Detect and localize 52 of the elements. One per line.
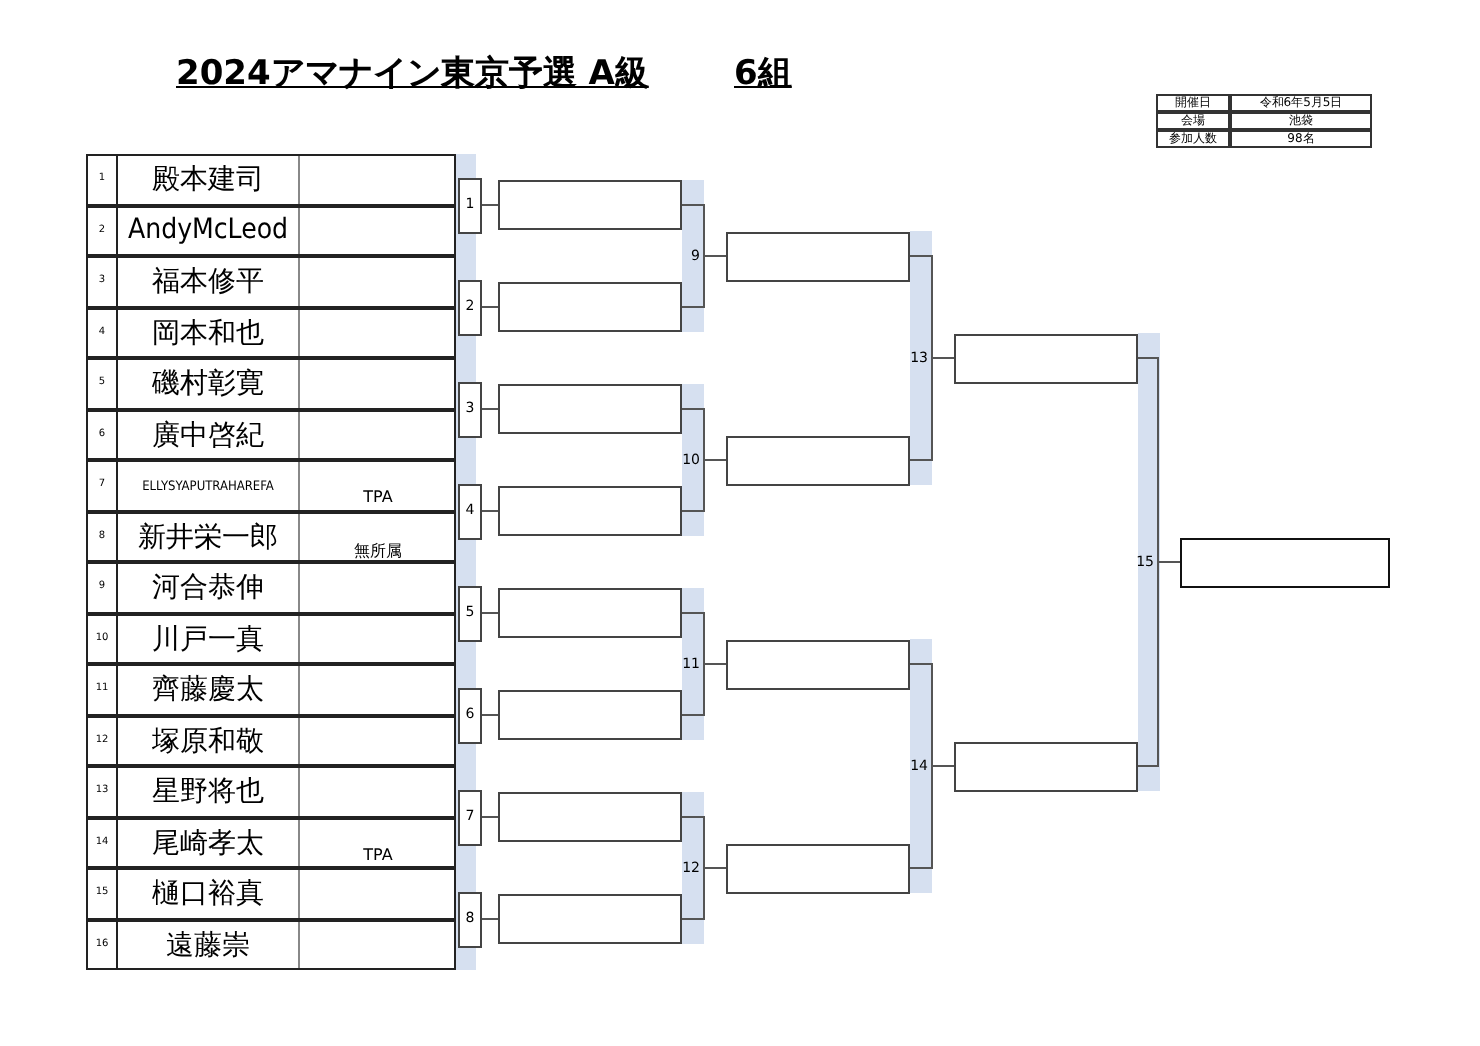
player-name: 河合恭伸 xyxy=(150,570,266,606)
club-name: 無所属 xyxy=(352,539,404,561)
club-name: TPA xyxy=(361,845,395,863)
match-number-box xyxy=(458,789,482,845)
club-name: TPA xyxy=(361,488,395,506)
player-row xyxy=(86,715,456,766)
player-name: 星野将也 xyxy=(150,774,266,810)
player-name: 福本修平 xyxy=(150,264,266,300)
player-name: 磯村彰寛 xyxy=(150,366,266,402)
player-row xyxy=(86,817,456,868)
result-box xyxy=(498,384,682,434)
player-name: 遠藤崇 xyxy=(164,927,252,963)
player-row xyxy=(86,256,456,307)
player-row xyxy=(86,562,456,613)
player-name: 岡本和也 xyxy=(150,315,266,351)
player-row xyxy=(86,664,456,715)
player-row xyxy=(86,409,456,460)
match-number-box xyxy=(458,687,482,743)
player-row xyxy=(86,868,456,919)
result-box xyxy=(498,486,682,536)
player-row xyxy=(86,154,456,205)
player-name: 廣中啓紀 xyxy=(150,417,266,453)
player-row xyxy=(86,919,456,970)
player-row xyxy=(86,766,456,817)
player-name: 新井栄一郎 xyxy=(136,519,280,555)
player-row xyxy=(86,613,456,664)
player-row xyxy=(86,460,456,511)
result-box xyxy=(498,282,682,332)
match-number-box xyxy=(458,279,482,335)
group-label: 6組 xyxy=(734,52,792,96)
player-name: 樋口裕真 xyxy=(150,876,266,912)
player-name: 川戸一真 xyxy=(150,621,266,657)
player-row xyxy=(86,205,456,256)
title: 2024アマナイン東京予選 A級 xyxy=(176,52,649,96)
player-name: 塚原和敬 xyxy=(150,723,266,759)
player-name: 尾崎孝太 xyxy=(150,825,266,861)
match-number-box xyxy=(458,585,482,641)
player-name: 齊藤慶太 xyxy=(150,672,266,708)
match-number-box xyxy=(458,381,482,437)
result-box xyxy=(498,180,682,230)
player-row xyxy=(86,511,456,562)
player-name: AndyMcLeod xyxy=(125,213,291,245)
player-row xyxy=(86,307,456,358)
match-number-box xyxy=(458,483,482,539)
result-box xyxy=(498,690,682,740)
result-box xyxy=(498,588,682,638)
result-box xyxy=(498,894,682,944)
player-name: 殿本建司 xyxy=(150,162,266,198)
result-box xyxy=(498,792,682,842)
player-row xyxy=(86,358,456,409)
match-number-box xyxy=(458,891,482,947)
match-number-box xyxy=(458,177,482,233)
